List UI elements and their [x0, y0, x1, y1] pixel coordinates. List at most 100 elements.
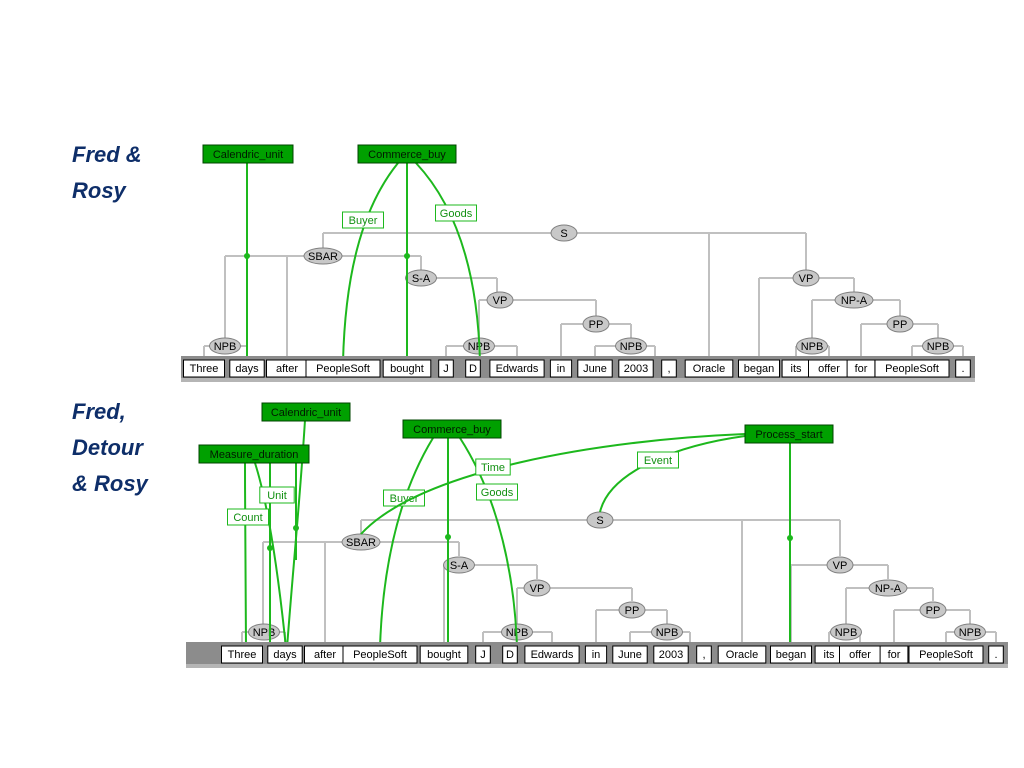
syntax-node-shape — [248, 623, 280, 641]
token[interactable]: began — [738, 359, 780, 378]
token[interactable]: . — [988, 645, 1004, 664]
frame-arc-buyer — [379, 437, 434, 649]
token[interactable]: for — [879, 645, 909, 664]
token[interactable]: bought — [419, 645, 469, 664]
token[interactable]: offer — [839, 645, 881, 664]
syntax-node-shape — [922, 337, 954, 355]
syntax-node-label: PP — [893, 319, 908, 331]
syntax-node: S — [550, 224, 578, 242]
token[interactable]: days — [229, 359, 265, 378]
token-text: Oracle — [693, 363, 725, 375]
token[interactable]: its — [781, 359, 811, 378]
token[interactable]: . — [955, 359, 971, 378]
syntax-node-label: VP — [493, 295, 508, 307]
token[interactable]: PeopleSoft — [908, 645, 984, 664]
frame-arc-goods — [459, 437, 518, 649]
token[interactable]: PeopleSoft — [874, 359, 950, 378]
frame-box[interactable]: Calendric_unit — [202, 144, 294, 164]
syntax-node: S-A — [443, 556, 475, 574]
token[interactable]: PeopleSoft — [305, 359, 381, 378]
syntax-node-label: NPB — [253, 627, 276, 639]
caption-line: Detour — [72, 435, 143, 460]
token[interactable]: J — [475, 645, 491, 664]
token-text: J — [480, 649, 486, 661]
token[interactable]: offer — [808, 359, 850, 378]
token-box — [577, 359, 613, 378]
syntax-node-shape — [651, 623, 683, 641]
token[interactable]: for — [846, 359, 876, 378]
token[interactable]: Three — [221, 645, 263, 664]
syntax-node-label: PP — [926, 605, 941, 617]
token[interactable]: days — [267, 645, 303, 664]
frame-box[interactable]: Commerce_buy — [357, 144, 457, 164]
token-text: offer — [849, 649, 871, 661]
syntax-node-shape — [582, 315, 610, 333]
token[interactable]: after — [266, 359, 308, 378]
caption-line: Fred & — [72, 142, 142, 167]
frame-box[interactable]: Commerce_buy — [402, 419, 502, 439]
frame-anchor-dot — [787, 535, 793, 541]
syntax-node-label: NPB — [835, 627, 858, 639]
token-text: PeopleSoft — [885, 363, 939, 375]
token[interactable]: June — [612, 645, 648, 664]
frame-label: Commerce_buy — [413, 424, 491, 436]
token[interactable]: June — [577, 359, 613, 378]
token[interactable]: D — [465, 359, 481, 378]
role-box — [435, 204, 477, 222]
token-box — [502, 645, 518, 664]
token-box — [465, 359, 481, 378]
frame-box-shape — [198, 444, 310, 464]
token[interactable]: after — [304, 645, 346, 664]
token[interactable]: in — [549, 359, 573, 378]
syntax-node-shape — [550, 224, 578, 242]
token[interactable]: began — [770, 645, 812, 664]
token[interactable]: Edwards — [524, 645, 580, 664]
syntax-node-shape — [523, 579, 551, 597]
token[interactable]: 2003 — [618, 359, 654, 378]
token-text: Three — [228, 649, 257, 661]
token[interactable]: , — [696, 645, 712, 664]
token[interactable]: Three — [183, 359, 225, 378]
token[interactable]: Oracle — [684, 359, 734, 378]
token[interactable]: 2003 — [653, 645, 689, 664]
token-box — [988, 645, 1004, 664]
token[interactable]: J — [438, 359, 454, 378]
token-text: in — [557, 363, 566, 375]
token[interactable]: bought — [382, 359, 432, 378]
syntax-node-label: NP-A — [875, 583, 902, 595]
syntax-node: NPB — [248, 623, 280, 641]
syntax-node: NPB — [830, 623, 862, 641]
token-text: D — [469, 363, 477, 375]
frame-anchor-dot — [267, 545, 273, 551]
token[interactable]: its — [814, 645, 844, 664]
syntax-node-shape — [830, 623, 862, 641]
caption-line: Fred, — [72, 399, 126, 424]
token-bar-shadow — [186, 664, 1008, 668]
syntax-node-label: NPB — [959, 627, 982, 639]
token-text: 2003 — [659, 649, 683, 661]
token[interactable]: Edwards — [489, 359, 545, 378]
token[interactable]: , — [661, 359, 677, 378]
token[interactable]: PeopleSoft — [342, 645, 418, 664]
syntax-node-shape — [796, 337, 828, 355]
syntax-node-shape — [834, 291, 874, 309]
frame-label: Measure_duration — [210, 449, 299, 461]
syntax-node: NPB — [651, 623, 683, 641]
frame-box[interactable]: Calendric_unit — [261, 402, 351, 422]
role-text: Buyer — [349, 215, 378, 227]
token-box — [612, 645, 648, 664]
frame-label: Commerce_buy — [368, 149, 446, 161]
frame-box[interactable]: Process_start — [744, 424, 834, 444]
token[interactable]: Oracle — [717, 645, 767, 664]
token[interactable]: in — [584, 645, 608, 664]
token-text: after — [314, 649, 336, 661]
role-label: Time — [475, 458, 511, 476]
syntax-node-label: PP — [625, 605, 640, 617]
frame-label: Process_start — [755, 429, 822, 441]
token-text: days — [273, 649, 297, 661]
token-text: began — [776, 649, 807, 661]
token[interactable]: D — [502, 645, 518, 664]
role-label: Buyer — [342, 211, 384, 229]
frame-box[interactable]: Measure_duration — [198, 444, 310, 464]
frame-anchor-dot — [404, 253, 410, 259]
